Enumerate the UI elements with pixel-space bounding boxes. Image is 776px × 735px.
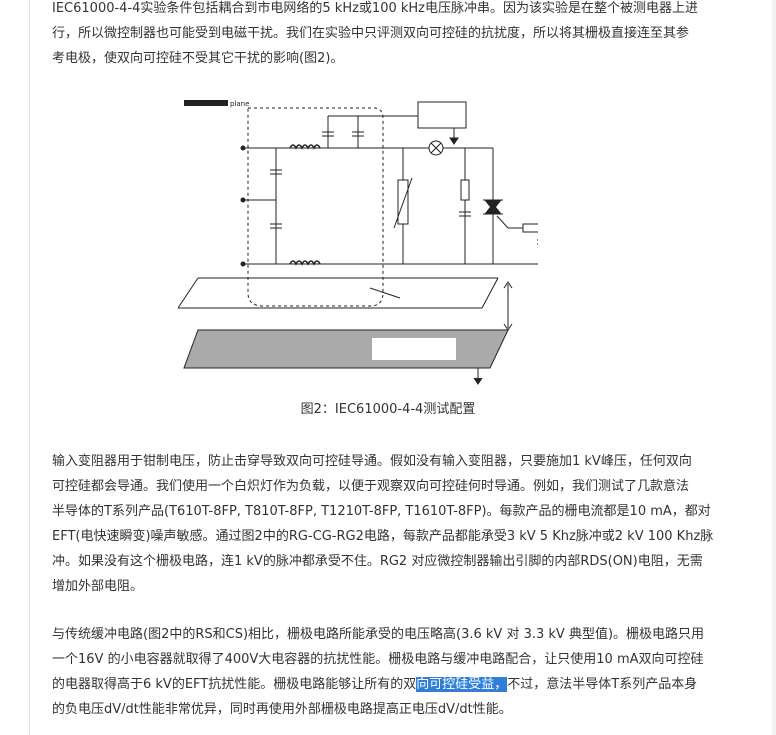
inductor-bottom xyxy=(289,260,321,266)
varistor-line-5: 冲。如果没有这个栅极电路，连1 kV的脉冲都承受不住。RG2 对应微控制器输出引… xyxy=(52,554,703,569)
coupling-network-box xyxy=(247,107,384,307)
snubber-line-2: 一个16V 的小电容器就取得了400V大电容器的抗扰性能。栅极电路与缓冲电路配合… xyxy=(52,652,704,667)
intro-line-3: 考电极，使双向可控硅不受其它干扰的影响(图2)。 xyxy=(52,51,344,66)
snubber-line-3: 的电器取得高于6 kV的EFT抗扰性能。栅极电路能够让所有的双向可控硅受益，不过… xyxy=(52,672,752,697)
varistor-line-2: 可控硅都会导通。我们使用一个白炽灯作为负载，以便于观察双向可控硅何时导通。例如，… xyxy=(52,479,690,494)
figure-caption: 图2：IEC61000-4-4测试配置 xyxy=(300,402,476,417)
scrollbar[interactable] xyxy=(772,0,776,735)
snubber-line-4: 的负电压dV/dt性能非常优异，同时再使用外部栅极电路提高正电压dV/dt性能。 xyxy=(52,702,512,717)
reference-plane-edge xyxy=(178,277,199,309)
gate-resistor xyxy=(522,223,538,233)
varistor-line-1: 输入变阻器用于钳制电压，防止击穿导致双向可控硅导通。假如没有输入变阻器，只要施加… xyxy=(52,454,692,469)
intro-line-2: 行，所以微控制器也可能受到电磁干扰。我们在实验中只评测双向可控硅的抗扰度，所以将… xyxy=(52,26,690,41)
varistor-line-3: 半导体的T系列产品(T610T-8FP, T810T-8FP, T1210T-8… xyxy=(52,504,711,519)
generator-box xyxy=(417,101,467,129)
varistor-paragraph: 输入变阻器用于钳制电压，防止击穿导致双向可控硅导通。假如没有输入变阻器，只要施加… xyxy=(52,449,752,599)
snubber-line-3-start: 的电器取得高于6 kV的EFT抗扰性能。栅极电路能够让所有的双 xyxy=(52,677,417,692)
varistor-line-6: 增加外部电阻。 xyxy=(52,579,144,594)
inductor-top xyxy=(289,144,321,150)
snubber-resistor xyxy=(460,179,470,201)
ground-plane xyxy=(183,329,509,369)
figure-label: plane xyxy=(230,100,249,108)
overprinted-label-block xyxy=(184,100,228,106)
selected-text[interactable]: 向可控硅受益， xyxy=(416,677,508,692)
snubber-paragraph: 与传统缓冲电路(图2中的RS和CS)相比，栅极电路所能承受的电压略高(3.6 k… xyxy=(52,622,752,722)
snubber-line-3-end: 不过，意法半导体T系列产品本身 xyxy=(507,677,698,692)
intro-paragraph: IEC61000-4-4实验条件包括耦合到市电网络的5 kHz或100 kHz电… xyxy=(52,0,752,71)
intro-line-1: IEC61000-4-4实验条件包括耦合到市电网络的5 kHz或100 kHz电… xyxy=(52,1,699,16)
left-border xyxy=(29,0,30,735)
snubber-line-1: 与传统缓冲电路(图2中的RS和CS)相比，栅极电路所能承受的电压略高(3.6 k… xyxy=(52,627,705,642)
circuit-diagram-figure: plane xyxy=(178,100,538,385)
varistor-line-4: EFT(电快速瞬变)噪声敏感。通过图2中的RG-CG-RG2电路，每款产品都能承… xyxy=(52,529,714,544)
